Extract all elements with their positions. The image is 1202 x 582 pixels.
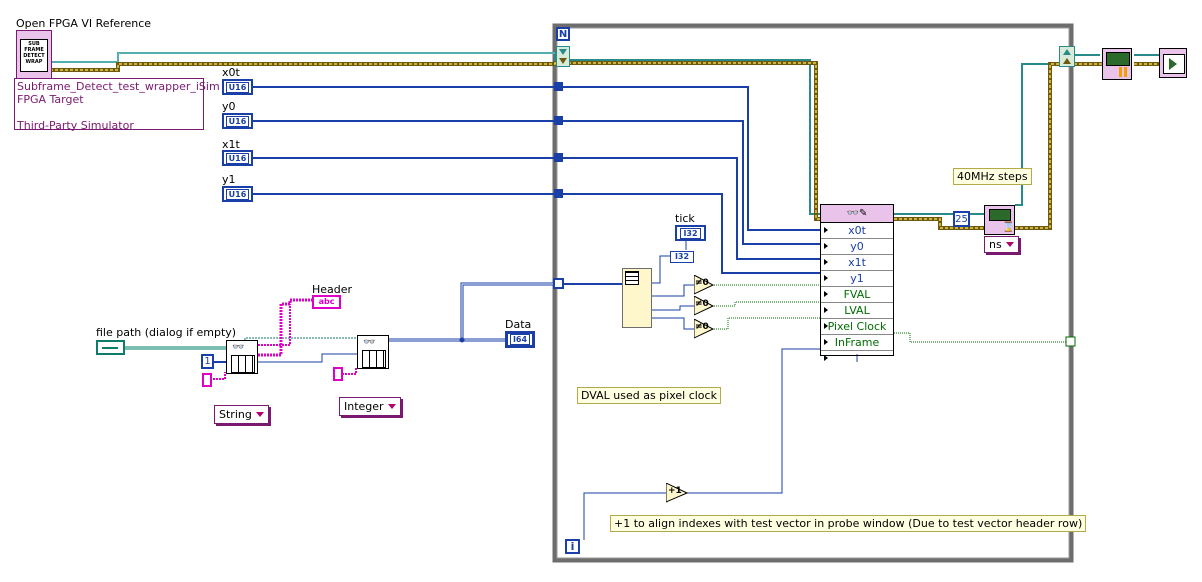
header-indicator[interactable]: abc: [312, 295, 341, 309]
error-handler-icon: [1163, 54, 1185, 74]
wait-value-constant[interactable]: 25: [953, 211, 970, 227]
y1-label: y1: [222, 173, 236, 186]
chevron-down-icon: [1005, 242, 1014, 247]
glasses-icon: 👓: [232, 342, 245, 353]
fpga-term-fval[interactable]: FVAL: [821, 287, 893, 303]
arrow-down-icon: [559, 49, 567, 55]
string-type-ring[interactable]: String: [214, 405, 269, 424]
arrow-up-icon: [1063, 58, 1071, 64]
steps-note: 40MHz steps: [953, 168, 1032, 185]
fpga-target-line-4: Third-Party Simulator: [17, 119, 134, 132]
loop-iteration-terminal[interactable]: i: [565, 539, 580, 554]
glasses-pencil-icon: 👓✎: [846, 208, 868, 219]
clock-icon: [989, 209, 1011, 221]
simple-error-handler-node[interactable]: [1159, 48, 1187, 78]
x1t-control[interactable]: U16: [222, 150, 253, 166]
fpga-term-pixel-clock[interactable]: Pixel Clock: [821, 319, 893, 335]
time-unit-ring[interactable]: ns: [984, 236, 1019, 253]
open-fpga-ref-label: Open FPGA VI Reference: [16, 17, 152, 30]
integer-type-ring[interactable]: Integer: [339, 397, 401, 416]
index-array-node[interactable]: [622, 268, 652, 328]
wait-node[interactable]: ⌛: [984, 205, 1015, 235]
fpga-term-y0[interactable]: y0: [821, 239, 893, 255]
fpga-term-inframe[interactable]: InFrame: [821, 335, 893, 351]
fpga-term-lval[interactable]: LVAL: [821, 303, 893, 319]
shift-register-left[interactable]: [556, 46, 570, 67]
arrow-up-icon: [1063, 49, 1071, 55]
hourglass-icon: ⌛: [1002, 222, 1015, 233]
fpga-node-header: 👓✎: [821, 205, 893, 223]
close-fpga-ref-node[interactable]: [1102, 48, 1132, 80]
fpga-term-y1[interactable]: y1: [821, 271, 893, 287]
empty-string-constant-1[interactable]: [202, 373, 212, 387]
fpga-target-box[interactable]: Subframe_Detect_test_wrapper_iSim FPGA T…: [14, 78, 220, 132]
fpga-term-i[interactable]: i: [821, 351, 893, 366]
not-equal-zero-2[interactable]: ≠0: [693, 295, 715, 316]
not-equal-zero-1[interactable]: ≠0: [693, 274, 715, 295]
increment-node[interactable]: +1: [665, 482, 689, 503]
dval-note: DVAL used as pixel clock: [577, 387, 721, 404]
open-fpga-ref-node[interactable]: SUB FRAME DETECT WRAP: [16, 30, 52, 80]
file-path-control[interactable]: [96, 340, 125, 355]
glasses-icon: 👓: [363, 337, 376, 348]
data-indicator[interactable]: I64: [505, 331, 535, 348]
y0-control[interactable]: U16: [222, 113, 253, 129]
loop-count-terminal[interactable]: N: [556, 27, 570, 41]
x0t-label: x0t: [222, 66, 240, 79]
row-constant[interactable]: 1: [201, 354, 214, 369]
fpga-target-line-2: FPGA Target: [17, 93, 84, 106]
chevron-down-icon: [387, 404, 396, 409]
fpga-target-line-1: Subframe_Detect_test_wrapper_iSim: [17, 80, 220, 93]
x0t-control[interactable]: U16: [222, 79, 253, 95]
file-path-label: file path (dialog if empty): [96, 326, 237, 339]
not-equal-zero-3[interactable]: ≠0: [693, 318, 715, 339]
path-icon: [102, 347, 118, 349]
tick-indicator[interactable]: I32: [675, 225, 706, 241]
subframe-vi-icon: SUB FRAME DETECT WRAP: [20, 39, 48, 72]
y0-label: y0: [222, 100, 236, 113]
fpga-term-x0t[interactable]: x0t: [821, 223, 893, 239]
x1t-label: x1t: [222, 138, 240, 151]
fpga-term-x1t[interactable]: x1t: [821, 255, 893, 271]
fpga-chip-icon: [1106, 52, 1130, 66]
array-grid-icon: [625, 271, 639, 285]
read-spreadsheet-1-node[interactable]: 👓: [226, 340, 258, 374]
for-loop-frame: [552, 23, 1074, 563]
y1-control[interactable]: U16: [222, 186, 253, 202]
chevron-down-icon: [255, 412, 264, 417]
fpga-read-write-node[interactable]: 👓✎ x0t y0 x1t y1 FVAL LVAL Pixel Clock I…: [820, 204, 894, 365]
fpga-target-line-3: [17, 106, 201, 119]
read-spreadsheet-2-node[interactable]: 👓: [357, 335, 389, 369]
tick-label: tick: [675, 212, 695, 225]
pause-icon: [1119, 67, 1127, 77]
empty-string-constant-2[interactable]: [333, 367, 343, 381]
shift-register-right[interactable]: [1059, 46, 1075, 67]
to-i32-node[interactable]: I32: [670, 251, 694, 263]
align-note: +1 to align indexes with test vector in …: [610, 515, 1087, 532]
header-label: Header: [312, 283, 353, 296]
arrow-down-icon: [559, 58, 567, 64]
data-label: Data: [505, 318, 532, 331]
